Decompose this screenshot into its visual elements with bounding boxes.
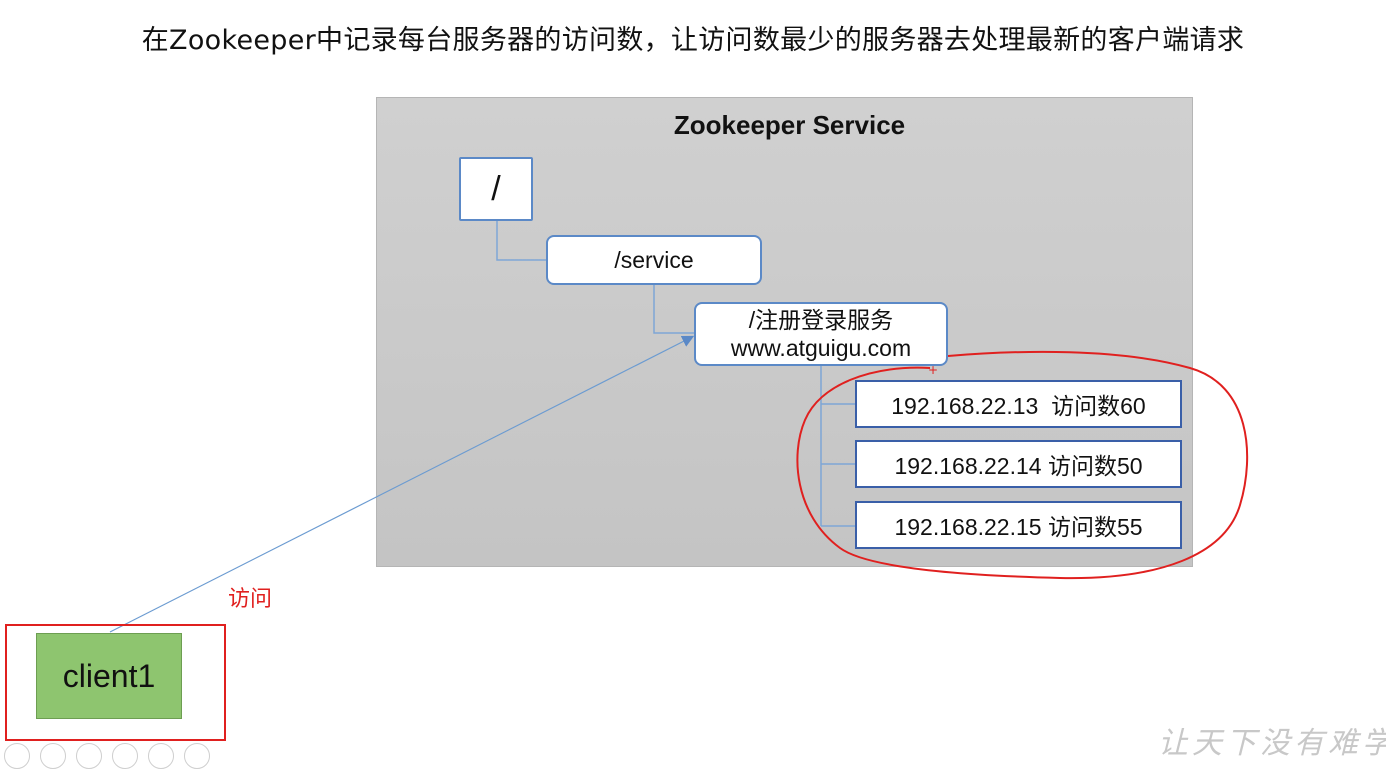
server-node-1: 192.168.22.13 访问数60 — [855, 380, 1182, 428]
watermark: 让天下没有难学 — [1158, 726, 1386, 761]
root-to-service-connector — [496, 221, 546, 261]
client-node: client1 — [36, 633, 182, 719]
server-node-2-label: 192.168.22.14 访问数50 — [894, 453, 1143, 479]
server-highlight-circle — [796, 350, 1249, 580]
register-service-node: /注册登录服务 www.atguigu.com — [694, 302, 948, 366]
access-label: 访问 — [228, 587, 273, 612]
slide-nav-dot[interactable] — [40, 743, 66, 769]
server-node-3: 192.168.22.15 访问数55 — [855, 501, 1182, 549]
service-panel-title: Zookeeper Service — [673, 110, 906, 140]
slide-nav-dot[interactable] — [112, 743, 138, 769]
server-node-2: 192.168.22.14 访问数50 — [855, 440, 1182, 488]
service-node: /service — [546, 235, 762, 285]
register-node-line1: /注册登录服务 — [748, 307, 894, 333]
root-node-label: / — [491, 169, 501, 208]
server-node-3-label: 192.168.22.15 访问数55 — [894, 514, 1143, 540]
slide-nav-dot[interactable] — [184, 743, 210, 769]
root-node: / — [459, 157, 533, 221]
slide-heading: 在Zookeeper中记录每台服务器的访问数，让访问数最少的服务器去处理最新的客… — [141, 25, 1245, 56]
service-to-register-connector — [653, 285, 694, 334]
slide-nav-dot[interactable] — [4, 743, 30, 769]
service-node-label: /service — [614, 246, 694, 273]
register-node-line2: www.atguigu.com — [730, 335, 912, 361]
server-node-1-label: 192.168.22.13 访问数60 — [891, 393, 1146, 419]
slide-nav-dot[interactable] — [76, 743, 102, 769]
client-node-label: client1 — [62, 657, 156, 694]
slide-nav-dot[interactable] — [148, 743, 174, 769]
client-access-arrow — [109, 335, 695, 633]
client-highlight-frame — [5, 624, 226, 741]
highlight-plus-mark: + — [928, 363, 938, 377]
